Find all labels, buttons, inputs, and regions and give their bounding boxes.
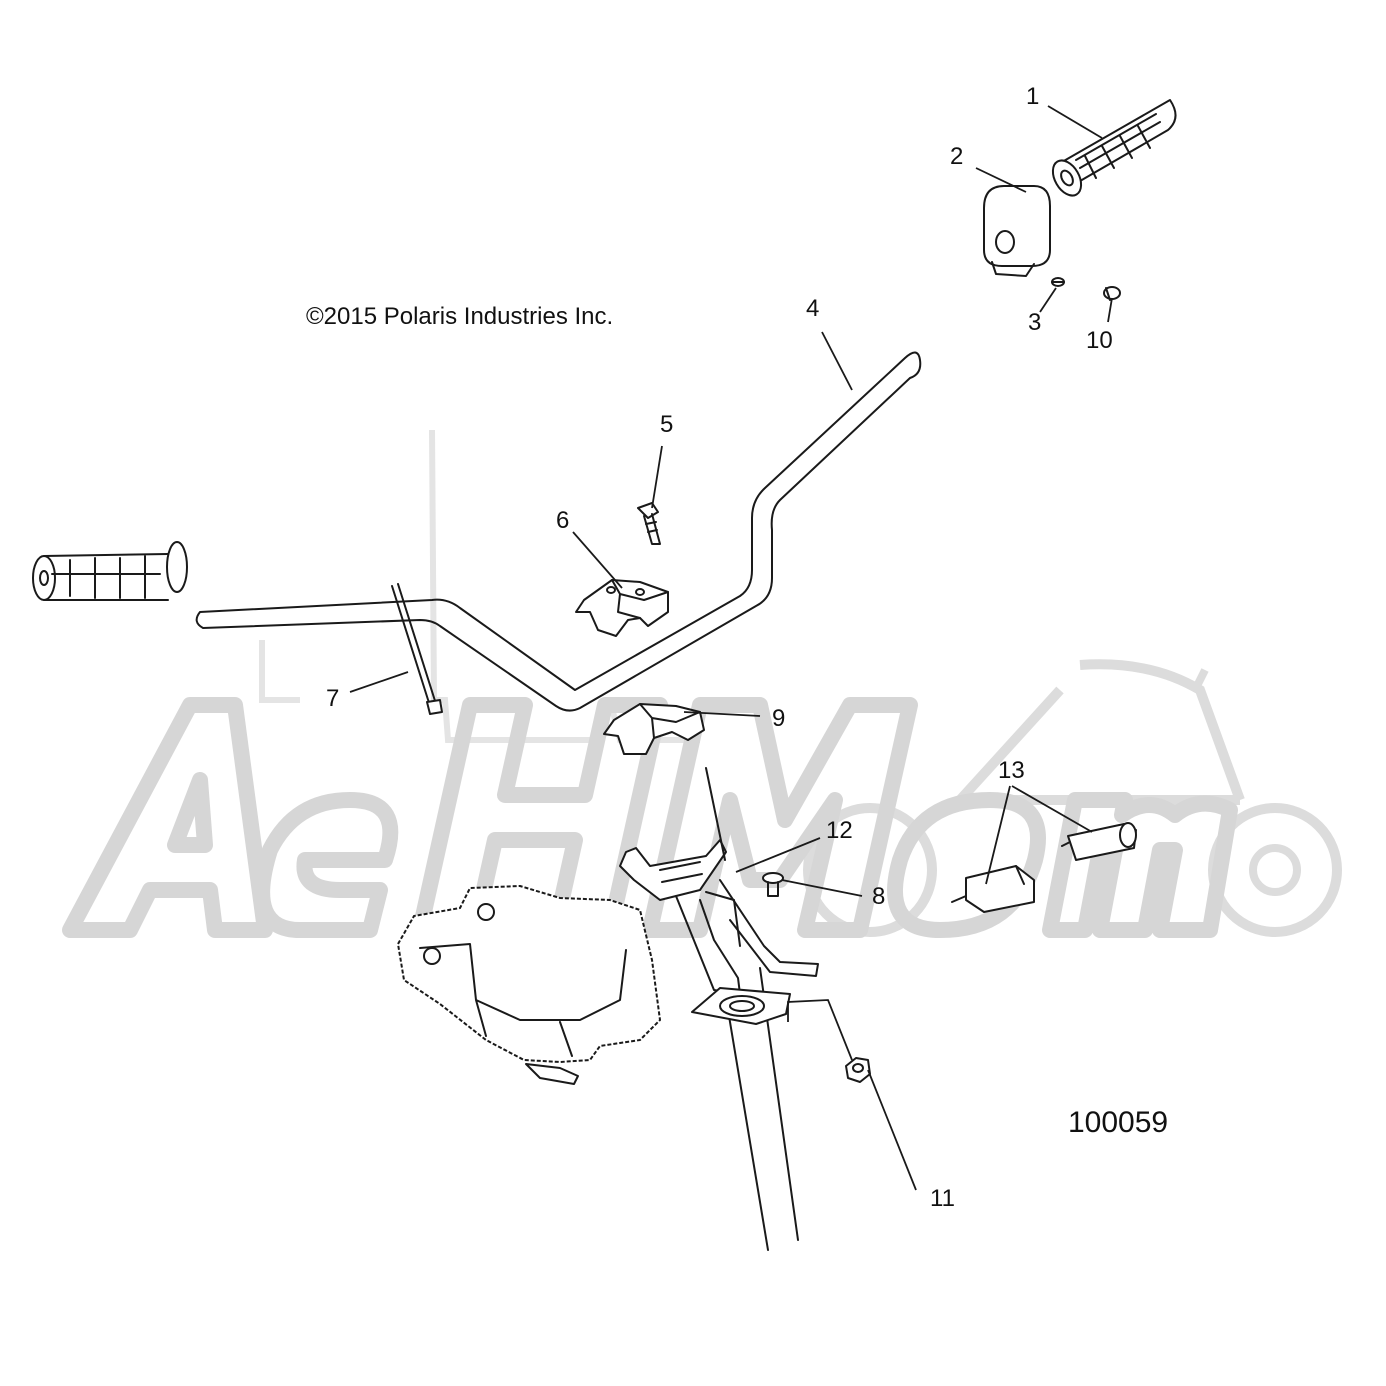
leader-11 [867, 1069, 917, 1191]
leader-1 [1047, 105, 1103, 139]
throttle-control [983, 185, 1051, 277]
flange-nut [845, 1057, 871, 1083]
upper-clamp [575, 579, 669, 637]
callout-7: 7 [326, 685, 339, 712]
leader-13 [985, 785, 1093, 885]
callout-5: 5 [660, 411, 673, 438]
leader-10 [1107, 297, 1113, 323]
callout-6: 6 [556, 507, 569, 534]
lower-clamp [603, 703, 705, 755]
leader-5 [651, 445, 663, 509]
leader-4 [821, 331, 853, 391]
clamp-bolt [637, 502, 661, 545]
callout-4: 4 [806, 295, 819, 322]
handlebar [195, 351, 922, 712]
handlebar-cover [397, 885, 661, 1085]
callout-9: 9 [772, 705, 785, 732]
callout-8: 8 [872, 883, 885, 910]
bracket-screw [762, 872, 784, 897]
leader-2 [975, 167, 1027, 193]
leader-lines [349, 105, 1113, 1191]
callout-10: 10 [1086, 327, 1113, 354]
right-grip [1051, 99, 1177, 197]
leader-12 [735, 837, 821, 873]
leader-11b [787, 999, 853, 1061]
callout-13: 13 [998, 757, 1025, 784]
figure-number: 100059 [1068, 1106, 1168, 1139]
cable-tie [391, 583, 443, 715]
callout-1: 1 [1026, 83, 1039, 110]
leader-9 [683, 711, 761, 717]
steering-flange [691, 987, 791, 1025]
leader-6 [572, 531, 623, 589]
callout-2: 2 [950, 143, 963, 170]
switch-housing [951, 822, 1137, 913]
copyright-notice: ©2015 Polaris Industries Inc. [306, 303, 613, 330]
leader-7 [349, 671, 409, 693]
callout-12: 12 [826, 817, 853, 844]
leader-8 [781, 879, 863, 897]
callout-3: 3 [1028, 309, 1041, 336]
small-screw [1051, 277, 1065, 287]
callouts: 1 2 3 10 4 5 6 7 9 12 8 11 13 [326, 83, 1113, 1212]
left-grip [32, 541, 188, 601]
leader-3 [1039, 287, 1057, 313]
callout-11: 11 [930, 1185, 955, 1212]
